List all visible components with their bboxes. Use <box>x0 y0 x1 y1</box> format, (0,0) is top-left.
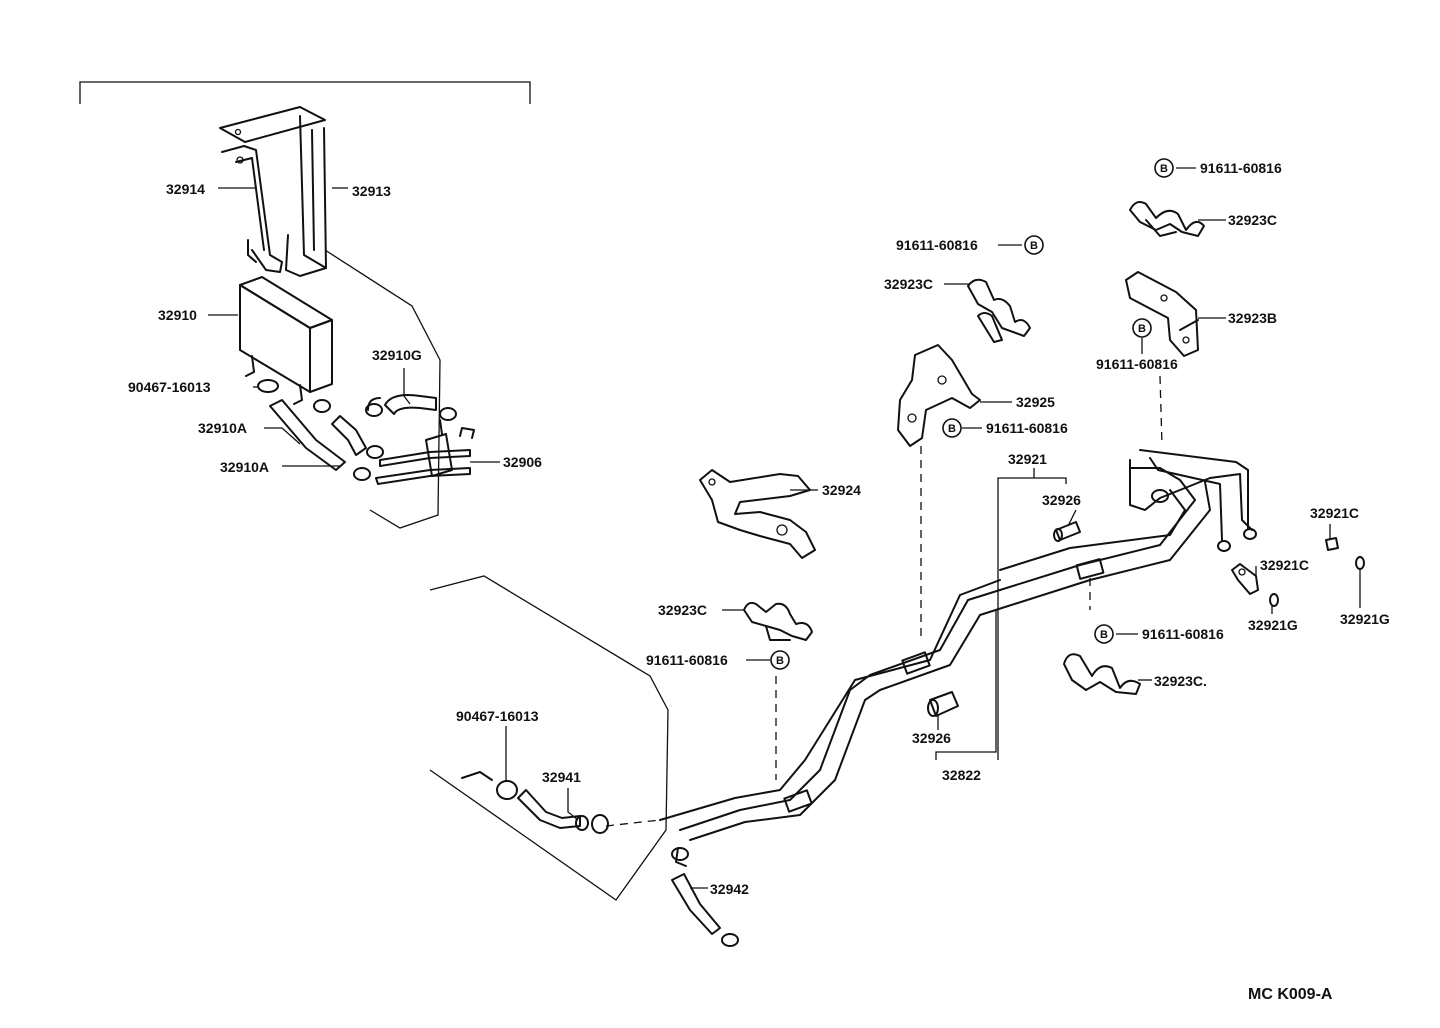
label-32926-b: 32926 <box>912 730 951 746</box>
bracket-32925 <box>897 344 981 447</box>
label-91611-60816-a: 91611-60816 <box>896 237 978 253</box>
svg-text:B: B <box>1100 629 1108 641</box>
bracket-32914 <box>221 145 283 273</box>
bolt-symbol-b: B <box>1024 235 1044 255</box>
bolt-symbol-d: B <box>942 418 962 438</box>
label-32913: 32913 <box>352 183 391 199</box>
svg-text:B: B <box>948 423 956 435</box>
bracket-32923B <box>1125 271 1199 357</box>
svg-text:B: B <box>776 655 784 667</box>
label-32822: 32822 <box>942 767 981 783</box>
label-91611-60816-c: 91611-60816 <box>1200 160 1282 176</box>
bolt-symbol-f: B <box>770 650 790 670</box>
label-91611-60816-b: 91611-60816 <box>986 420 1068 436</box>
label-32921C-a: 32921C <box>1310 505 1359 521</box>
svg-text:B: B <box>1138 323 1146 335</box>
lower-outline <box>429 575 669 901</box>
cooler-group <box>79 81 531 529</box>
label-32923C-d: 32923C <box>658 602 707 618</box>
clamp-32923C-d <box>743 601 813 641</box>
oil-cooler-32910 <box>239 276 333 405</box>
label-32906: 32906 <box>503 454 542 470</box>
label-32941: 32941 <box>542 769 581 785</box>
group-outline <box>324 249 441 529</box>
label-91611-60816-e: 91611-60816 <box>1142 626 1224 642</box>
sleeve-32926-b <box>927 691 959 717</box>
clamp-32923C-b <box>1129 201 1205 237</box>
bolt-symbol-a: B <box>1154 158 1174 178</box>
bracket-32924 <box>699 469 816 559</box>
svg-text:B: B <box>1030 240 1038 252</box>
label-90467-16013-bottom: 90467-16013 <box>456 708 539 724</box>
label-32910A-1: 32910A <box>198 420 247 436</box>
label-32925: 32925 <box>1016 394 1055 410</box>
label-32910: 32910 <box>158 307 197 323</box>
svg-text:B: B <box>1160 163 1168 175</box>
lower-hose-group <box>429 575 739 947</box>
label-32921C-b: 32921C <box>1260 557 1309 573</box>
label-32921G-b: 32921G <box>1340 611 1390 627</box>
label-32942: 32942 <box>710 881 749 897</box>
label-91611-60816-f: 91611-60816 <box>646 652 728 668</box>
label-32923B: 32923B <box>1228 310 1277 326</box>
label-91611-60816-d: 91611-60816 <box>1096 356 1178 372</box>
label-32914: 32914 <box>166 181 205 197</box>
sleeve-32926-a <box>1053 521 1081 542</box>
label-32921G-a: 32921G <box>1248 617 1298 633</box>
bracket-32913 <box>219 106 327 277</box>
bolt-symbol-c: B <box>1132 318 1152 338</box>
fittings-right <box>1231 537 1365 607</box>
label-32924: 32924 <box>822 482 861 498</box>
label-32926-a: 32926 <box>1042 492 1081 508</box>
bolt-symbol-e: B <box>1094 624 1114 644</box>
clamp-32923C-a <box>967 278 1031 343</box>
diagram-code: MC K009-A <box>1248 986 1333 1003</box>
tube-assembly <box>659 449 1257 841</box>
label-32923C-c: 32923C. <box>1154 673 1207 689</box>
label-90467-16013-top: 90467-16013 <box>128 379 211 395</box>
label-32923C-a: 32923C <box>884 276 933 292</box>
hoses-upper <box>257 379 475 485</box>
label-32910A-2: 32910A <box>220 459 269 475</box>
label-32921: 32921 <box>1008 451 1047 467</box>
group-bracket-line <box>79 81 531 104</box>
label-32923C-b: 32923C <box>1228 212 1277 228</box>
label-32910G: 32910G <box>372 347 422 363</box>
clamp-32923C-c <box>1063 653 1141 695</box>
